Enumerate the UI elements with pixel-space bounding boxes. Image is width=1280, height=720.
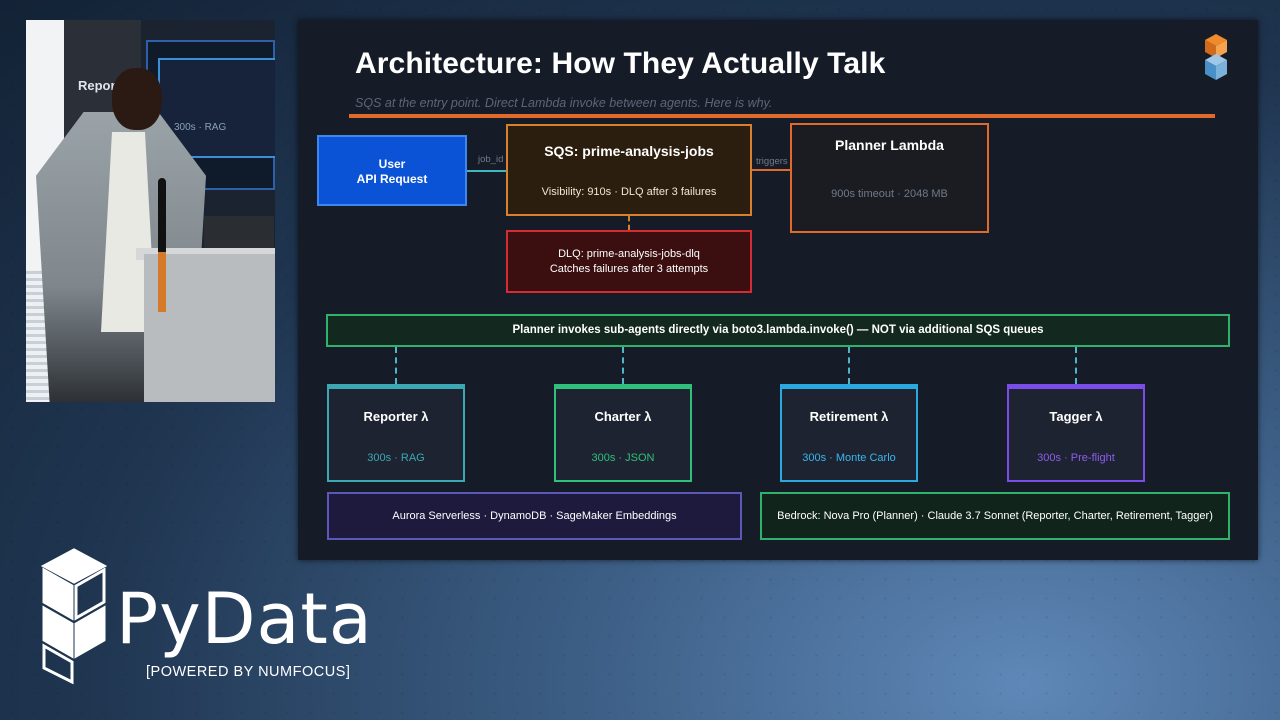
agent-detail: 300s · Pre-flight bbox=[1009, 452, 1143, 464]
pydata-wordmark: PyData bbox=[116, 578, 373, 660]
agent-tagger-box: Tagger λ 300s · Pre-flight bbox=[1007, 384, 1145, 482]
planner-detail: 900s timeout · 2048 MB bbox=[792, 188, 987, 200]
planner-title: Planner Lambda bbox=[792, 137, 987, 153]
agent-title: Tagger λ bbox=[1009, 409, 1143, 424]
slide: Architecture: How They Actually Talk SQS… bbox=[298, 20, 1258, 560]
projector-screen-subtitle: 300s · RAG bbox=[174, 122, 226, 133]
connector-banner-reporter bbox=[395, 347, 397, 384]
dlq-line1: DLQ: prime-analysis-jobs-dlq bbox=[508, 248, 750, 260]
agent-retirement-box: Retirement λ 300s · Monte Carlo bbox=[780, 384, 918, 482]
banner-text: Planner invokes sub-agents directly via … bbox=[328, 324, 1228, 336]
edge-label-job-id: job_id bbox=[478, 154, 503, 165]
agent-title: Retirement λ bbox=[782, 409, 916, 424]
planner-lambda-box: Planner Lambda 900s timeout · 2048 MB bbox=[790, 123, 989, 233]
agent-title: Charter λ bbox=[556, 409, 690, 424]
connector-user-sqs bbox=[467, 170, 506, 172]
dlq-box: DLQ: prime-analysis-jobs-dlq Catches fai… bbox=[506, 230, 752, 293]
agent-detail: 300s · JSON bbox=[556, 452, 690, 464]
connector-banner-charter bbox=[622, 347, 624, 384]
speaker-video: Reporter λ 300s · RAG bbox=[26, 20, 275, 402]
agent-charter-box: Charter λ 300s · JSON bbox=[554, 384, 692, 482]
connector-sqs-dlq bbox=[628, 216, 630, 230]
powered-by-numfocus: [POWERED BY NUMFOCUS] bbox=[146, 664, 350, 680]
edge-label-triggers: triggers bbox=[756, 156, 788, 167]
slide-subtitle: SQS at the entry point. Direct Lambda in… bbox=[355, 96, 772, 110]
user-box-line1: User bbox=[319, 157, 465, 171]
speaker-head bbox=[112, 68, 162, 130]
sqs-queue-box: SQS: prime-analysis-jobs Visibility: 910… bbox=[506, 124, 752, 216]
agent-detail: 300s · Monte Carlo bbox=[782, 452, 916, 464]
cube-stack-icon bbox=[1203, 32, 1229, 82]
agent-title: Reporter λ bbox=[329, 409, 463, 424]
data-services-text: Aurora Serverless · DynamoDB · SageMaker… bbox=[329, 510, 740, 522]
bedrock-models-text: Bedrock: Nova Pro (Planner) · Claude 3.7… bbox=[762, 510, 1228, 522]
connector-banner-tagger bbox=[1075, 347, 1077, 384]
user-box-line2: API Request bbox=[319, 172, 465, 186]
bedrock-models-box: Bedrock: Nova Pro (Planner) · Claude 3.7… bbox=[760, 492, 1230, 540]
user-api-request-box: User API Request bbox=[317, 135, 467, 206]
slide-title: Architecture: How They Actually Talk bbox=[355, 47, 885, 81]
dlq-line2: Catches failures after 3 attempts bbox=[508, 263, 750, 275]
pydata-cube-logo-icon bbox=[38, 546, 110, 686]
data-services-box: Aurora Serverless · DynamoDB · SageMaker… bbox=[327, 492, 742, 540]
agent-reporter-box: Reporter λ 300s · RAG bbox=[327, 384, 465, 482]
connector-banner-retirement bbox=[848, 347, 850, 384]
lanyard bbox=[158, 252, 166, 312]
connector-sqs-planner bbox=[752, 169, 790, 171]
sqs-title: SQS: prime-analysis-jobs bbox=[508, 143, 750, 159]
title-rule bbox=[349, 114, 1215, 118]
microphone bbox=[158, 178, 166, 258]
agent-detail: 300s · RAG bbox=[329, 452, 463, 464]
sqs-detail: Visibility: 910s · DLQ after 3 failures bbox=[508, 186, 750, 198]
invoke-banner: Planner invokes sub-agents directly via … bbox=[326, 314, 1230, 347]
